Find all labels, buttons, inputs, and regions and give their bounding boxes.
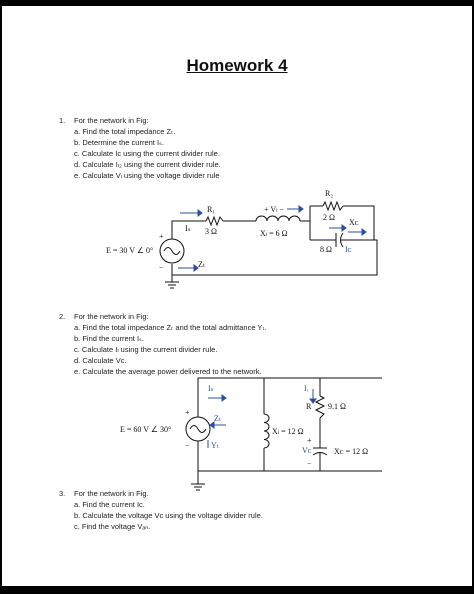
circuit-2-r-label: R: [306, 402, 312, 411]
circuit-1-ic-label: Iᴄ: [345, 245, 352, 254]
question-3-number: 3.: [59, 489, 66, 498]
question-2-line-3: b. Find the current Iₛ.: [74, 334, 144, 343]
circuit-1-diagram: E = 30 V ∠ 0° + − Iₛ Zₜ R₁ 3 Ω + Vₗ − Xₗ…: [106, 189, 378, 289]
circuit-2-minus2-label: −: [307, 459, 312, 468]
circuit-2-yt-label: Yₜ: [211, 441, 219, 450]
circuit-1-zt-label: Zₜ: [198, 260, 205, 269]
question-2-line-5: d. Calculate Vᴄ.: [74, 356, 127, 365]
question-2-line-2: a. Find the total impedance Zₜ and the t…: [74, 323, 267, 332]
circuit-2-xc-label: Xᴄ = 12 Ω: [334, 447, 368, 456]
question-1-line-6: e. Calculate Vₗ using the voltage divide…: [74, 171, 220, 180]
question-1-line-4: c. Calculate Iᴄ using the current divide…: [74, 149, 220, 158]
question-3-line-2: a. Find the current Iᴄ.: [74, 500, 145, 509]
circuit-1-minus-label: −: [159, 263, 164, 272]
circuit-2-minus-label: −: [185, 441, 190, 450]
question-3-line-3: b. Calculate the voltage Vᴄ using the vo…: [74, 511, 263, 520]
circuit-2-ir-label: Iᵣ: [304, 384, 309, 393]
question-3-line-4: c. Find the voltage Vₐₙ.: [74, 522, 151, 531]
circuit-2-plus-label: +: [185, 408, 190, 417]
circuit-1-plus-label: +: [159, 232, 164, 241]
circuit-1-r2-label: R₂: [325, 189, 333, 198]
circuit-2-zt-label: Zₜ: [214, 414, 221, 423]
circuit-2-is-label: Iₛ: [208, 384, 214, 393]
question-1-line-3: b. Determine the current Iₛ.: [74, 138, 164, 147]
question-1-number: 1.: [59, 116, 66, 125]
question-1-line-5: d. Calculate Iₗ₂ using the current divid…: [74, 160, 221, 169]
circuit-1-r1-label: R₁: [207, 205, 215, 214]
circuit-2-source-label: E = 60 V ∠ 30°: [120, 425, 171, 434]
circuit-2-plus2-label: +: [307, 436, 312, 445]
question-2-number: 2.: [59, 312, 66, 321]
circuit-1-source-label: E = 30 V ∠ 0°: [106, 246, 153, 255]
homework-page: Homework 4 1. For the network in Fig: a.…: [2, 6, 472, 586]
question-2-line-1: For the network in Fig:: [74, 312, 149, 321]
circuit-1-xc-label: Xᴄ: [349, 218, 359, 227]
circuit-1-is-label: Iₛ: [185, 224, 191, 233]
circuit-1-xl-label: Xₗ = 6 Ω: [260, 229, 288, 238]
question-2-line-6: e. Calculate the average power delivered…: [74, 367, 262, 376]
question-1-line-2: a. Find the total impedance Zₜ.: [74, 127, 176, 136]
circuit-1-vl-label: + Vₗ −: [264, 205, 284, 214]
circuit-1-r1-value: 3 Ω: [205, 227, 217, 236]
question-3-line-1: For the network in Fig.: [74, 489, 149, 498]
circuit-2-xl-label: Xₗ = 12 Ω: [272, 427, 304, 436]
circuit-1-r2-value: 2 Ω: [323, 213, 335, 222]
page-title: Homework 4: [186, 56, 288, 75]
circuit-1-xc-value: 8 Ω: [320, 245, 332, 254]
circuit-2-vc-label: Vᴄ: [302, 446, 312, 455]
question-1-line-1: For the network in Fig:: [74, 116, 149, 125]
question-2-line-4: c. Calculate Iₗ using the current divide…: [74, 345, 218, 354]
circuit-2-r-value: 9.1 Ω: [328, 402, 346, 411]
